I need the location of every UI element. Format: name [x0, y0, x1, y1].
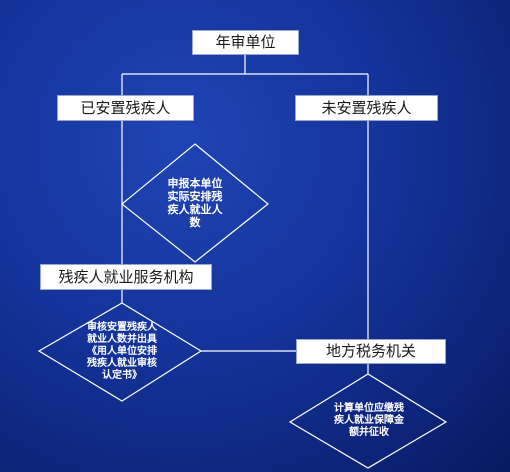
decision-label-verify: 审核安置残疾人 就业人数并出具 《用人单位安排 残疾人就业审核 认定书》: [87, 322, 157, 381]
node-local-tax-office: 地方税务机关: [296, 339, 446, 364]
node-employment-service-agency: 残疾人就业服务机构: [40, 264, 212, 290]
decision-label-levy: 计算单位应缴残 疾人就业保障金 额并征收: [334, 403, 404, 438]
decision-diamond-verify: [37, 302, 203, 402]
node-annual-review-unit: 年审单位: [192, 30, 299, 55]
decision-label-report: 申报本单位 实际安排残 疾人就业人 数: [167, 177, 223, 229]
decision-diamond-report: [121, 143, 269, 263]
decision-diamond-levy: [288, 373, 448, 469]
node-placed-disabled: 已安置残疾人: [57, 95, 194, 121]
node-not-placed-disabled: 未安置残疾人: [295, 95, 438, 121]
